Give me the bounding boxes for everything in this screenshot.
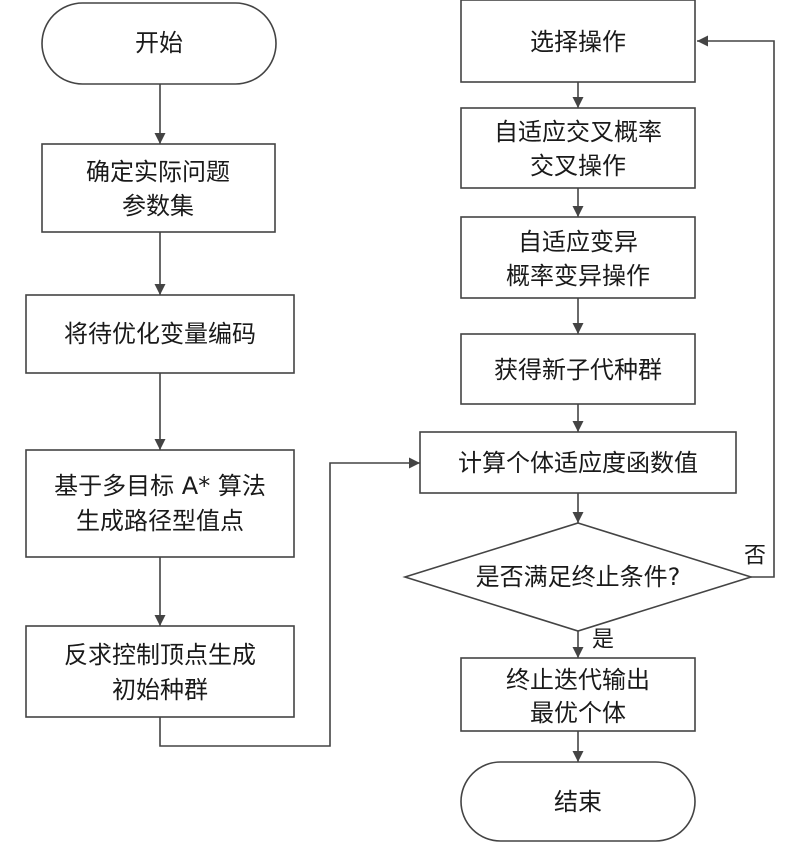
end-terminal: 结束 bbox=[460, 761, 696, 842]
inverse-line-1: 反求控制顶点生成 bbox=[64, 641, 256, 669]
decision-diamond: 是否满足终止条件? bbox=[402, 522, 754, 632]
edge-label-no: 否 bbox=[744, 544, 766, 569]
astar-line-2: 生成路径型值点 bbox=[76, 507, 244, 535]
define-params-line-1: 确定实际问题 bbox=[86, 158, 230, 186]
define-params-box: 确定实际问题 参数集 bbox=[41, 143, 276, 233]
crossover-line-2: 交叉操作 bbox=[530, 152, 626, 180]
nodes: 开始 确定实际问题 参数集 将待优化变量编码 基于多目标 A* 算法 生成路径型… bbox=[25, 0, 754, 842]
output-line-2: 最优个体 bbox=[530, 699, 626, 727]
mutation-box: 自适应变异 概率变异操作 bbox=[460, 216, 696, 299]
encode-label: 将待优化变量编码 bbox=[64, 320, 256, 348]
astar-line-1: 基于多目标 A* 算法 bbox=[54, 472, 266, 500]
astar-box: 基于多目标 A* 算法 生成路径型值点 bbox=[25, 449, 295, 558]
end-label: 结束 bbox=[554, 788, 602, 816]
select-label: 选择操作 bbox=[530, 28, 626, 56]
start-label: 开始 bbox=[135, 29, 183, 57]
output-box: 终止迭代输出 最优个体 bbox=[460, 657, 696, 732]
output-line-1: 终止迭代输出 bbox=[506, 666, 650, 694]
define-params-line-2: 参数集 bbox=[122, 192, 194, 220]
edge-label-yes: 是 bbox=[592, 628, 614, 653]
encode-box: 将待优化变量编码 bbox=[25, 294, 295, 374]
crossover-box: 自适应交叉概率 交叉操作 bbox=[460, 107, 696, 189]
select-box: 选择操作 bbox=[460, 0, 696, 83]
mutation-line-2: 概率变异操作 bbox=[506, 262, 650, 290]
edge-decision-no-loop bbox=[697, 35, 775, 578]
fitness-box: 计算个体适应度函数值 bbox=[419, 431, 737, 494]
new-population-label: 获得新子代种群 bbox=[494, 356, 662, 384]
start-terminal: 开始 bbox=[41, 2, 277, 85]
decision-label: 是否满足终止条件? bbox=[476, 563, 681, 591]
edges bbox=[154, 35, 775, 762]
mutation-line-1: 自适应变异 bbox=[518, 228, 638, 256]
crossover-line-1: 自适应交叉概率 bbox=[494, 118, 662, 146]
new-population-box: 获得新子代种群 bbox=[460, 333, 696, 405]
inverse-box: 反求控制顶点生成 初始种群 bbox=[25, 625, 295, 718]
fitness-label: 计算个体适应度函数值 bbox=[458, 449, 698, 477]
edge-inverse-to-fitness bbox=[159, 457, 420, 747]
inverse-line-2: 初始种群 bbox=[112, 676, 208, 704]
